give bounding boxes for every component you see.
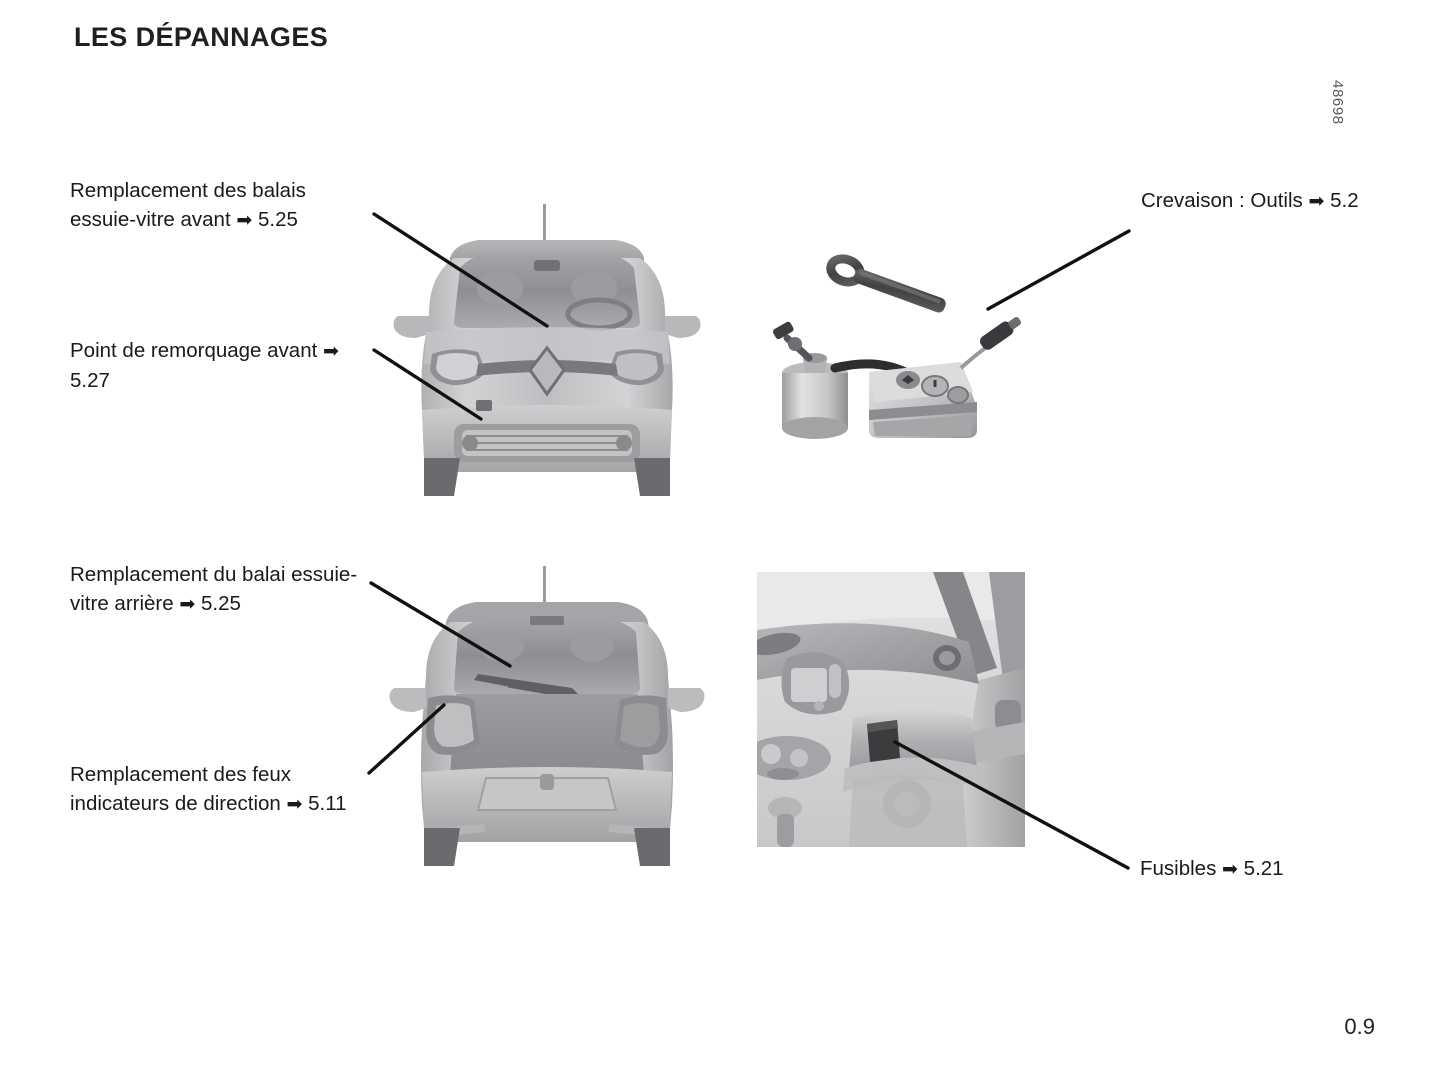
callout-fuses-line1: Fusibles ➡ 5.21 [1140, 857, 1284, 880]
arrow-icon: ➡ [179, 593, 196, 615]
callout-indicator-lights-ref: 5.11 [308, 792, 347, 815]
callout-towing-front-line2: ➡ 5.27 [70, 339, 339, 392]
callout-indicator-lights-line3: ➡ 5.11 [287, 792, 347, 815]
page-title: LES DÉPANNAGES [74, 22, 329, 52]
callout-puncture-line1: Crevaison : [1141, 189, 1245, 212]
callout-wiper-front-ref: 5.25 [258, 208, 298, 231]
callout-fuses-text1: Fusibles [1140, 857, 1217, 880]
callout-wiper-rear-text2: essuie-vitre arrière [70, 563, 358, 615]
callout-wiper-rear-ref: 5.25 [201, 592, 241, 615]
callout-fuses: Fusibles ➡ 5.21 [1140, 854, 1380, 884]
fusebox-photo [757, 572, 1025, 847]
callout-fuses-ref: 5.21 [1243, 857, 1284, 880]
callout-puncture-ref: 5.2 [1330, 189, 1359, 212]
figure-code: 48698 [1329, 80, 1346, 125]
page-number: 0.9 [1344, 1014, 1375, 1039]
callout-towing-front-line1: Point de remorquage avant [70, 339, 318, 362]
callout-indicator-lights-line1: Remplacement des feux [70, 763, 292, 786]
callout-towing-front: Point de remorquage avant ➡ 5.27 [70, 336, 362, 395]
tyre-repair-kit-illustration [765, 240, 1035, 460]
car-front-illustration [382, 196, 712, 506]
callout-wiper-rear: Remplacement du balai essuie-vitre arriè… [70, 560, 362, 619]
callout-puncture: Crevaison : Outils ➡ 5.2 [1141, 186, 1391, 216]
arrow-icon: ➡ [236, 209, 253, 231]
callout-wiper-front-line2: essuie-vitre avant ➡ 5.25 [70, 208, 298, 231]
callout-indicator-lights: Remplacement des feux indicateurs de dir… [70, 760, 362, 819]
arrow-icon: ➡ [1222, 858, 1238, 880]
callout-puncture-text2: Outils [1250, 189, 1303, 212]
callout-wiper-rear-line2: essuie-vitre arrière ➡ 5.25 [70, 563, 357, 615]
arrow-icon: ➡ [286, 793, 303, 815]
car-rear-illustration [382, 566, 712, 876]
callout-indicator-lights-line2: indicateurs de direction [70, 792, 281, 815]
callout-towing-front-ref: 5.27 [70, 369, 110, 392]
callout-wiper-front-line1: Remplacement des balais [70, 179, 306, 202]
arrow-icon: ➡ [323, 340, 339, 362]
callout-puncture-line2: Outils ➡ 5.2 [1250, 189, 1358, 212]
callout-wiper-front: Remplacement des balais essuie-vitre ava… [70, 176, 362, 235]
arrow-icon: ➡ [1308, 190, 1325, 212]
callout-wiper-rear-line1: Remplacement du balai [70, 563, 286, 586]
callout-wiper-front-text2: essuie-vitre avant [70, 208, 231, 231]
